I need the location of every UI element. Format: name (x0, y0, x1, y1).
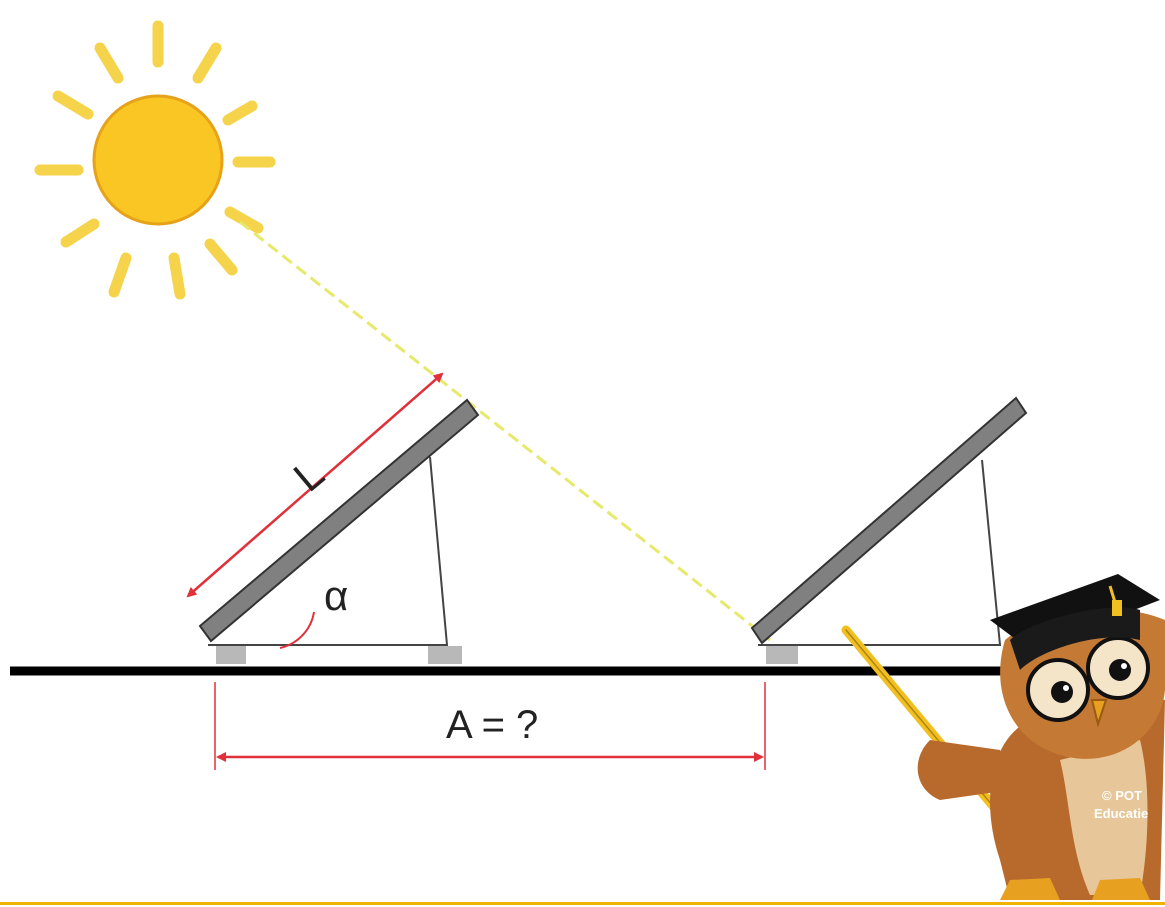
watermark-line2: Educatie (1094, 806, 1148, 821)
sun-ray-dashed-line (239, 220, 771, 642)
bottom-accent-line (0, 902, 1165, 905)
distance-label: A = ? (446, 703, 538, 747)
sun-icon (34, 20, 276, 300)
length-dimension-arrow (186, 372, 444, 598)
solar-panel-right (750, 396, 1028, 664)
solar-panel-left (198, 398, 480, 664)
angle-label: α (324, 572, 348, 619)
owl-teacher-mascot: © POT Educatie (841, 574, 1165, 900)
watermark-line1: © POT (1102, 788, 1142, 803)
distance-dimension (214, 682, 766, 770)
angle-arc (279, 611, 315, 649)
